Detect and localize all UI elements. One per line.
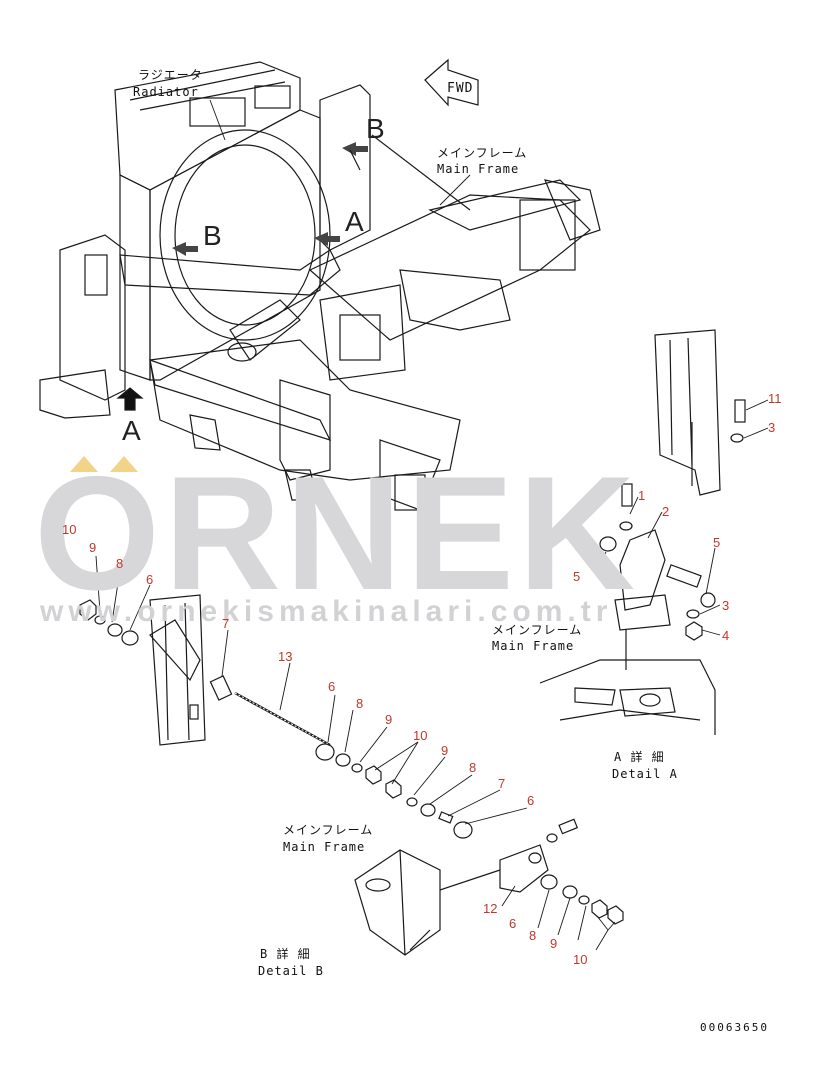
- radiator-assembly: [114, 61, 371, 381]
- part-number: 6: [328, 679, 336, 694]
- watermark-dot-left: [70, 456, 98, 472]
- part-number: 10: [573, 952, 588, 967]
- radiator-label-en: Radiator: [133, 85, 199, 99]
- detail-b-main-frame-jp: メインフレーム: [283, 823, 374, 837]
- part-number: 6: [146, 572, 154, 587]
- detail-b-frame: [354, 849, 501, 956]
- part-number: 4: [722, 628, 730, 643]
- part-number: 6: [509, 916, 517, 931]
- part-number: 8: [469, 760, 477, 775]
- detail-b-title-jp: B 詳 細: [260, 947, 311, 961]
- part-number: 5: [713, 535, 721, 550]
- main-frame-label-en: Main Frame: [437, 162, 520, 176]
- watermark-brand: ORNEK: [34, 443, 640, 624]
- part-number: 8: [356, 696, 364, 711]
- leader-lines: [209, 99, 471, 206]
- part-number: 12: [483, 901, 498, 916]
- view-arrows: [116, 134, 471, 411]
- view-a-label-mid: A: [345, 206, 364, 237]
- part-number: 7: [498, 776, 506, 791]
- left-post: [39, 234, 126, 419]
- part-number: 3: [768, 420, 776, 435]
- detail-b-title-en: Detail B: [258, 964, 324, 978]
- watermark-url: www.ornekismakinalari.com.tr: [40, 595, 613, 628]
- detail-a-base: [539, 630, 716, 735]
- part-number: 6: [527, 793, 535, 808]
- part-number: 9: [550, 936, 558, 951]
- detail-b-post: [79, 594, 233, 746]
- part-number: 1: [638, 488, 646, 503]
- detail-a-title-jp: A 詳 細: [614, 750, 665, 764]
- detail-a-leaders: [595, 399, 769, 636]
- lower-frame: [149, 299, 461, 511]
- part-number: 5: [573, 569, 581, 584]
- fwd-label: FWD: [447, 81, 474, 96]
- fwd-arrow: [424, 58, 479, 107]
- part-number: 2: [662, 504, 670, 519]
- part-number: 13: [278, 649, 293, 664]
- detail-a-main-frame-en: Main Frame: [492, 639, 575, 653]
- main-frame-label-jp: メインフレーム: [437, 146, 528, 160]
- part-number: 9: [385, 712, 393, 727]
- detail-a-parts: [599, 329, 746, 641]
- part-number: 3: [722, 598, 730, 613]
- detail-b-bracket: [499, 818, 624, 925]
- radiator-label-jp: ラジエータ: [138, 68, 203, 82]
- watermark-dot-right: [110, 456, 138, 472]
- detail-b-leaders: [95, 555, 616, 951]
- part-number: 11: [768, 391, 782, 406]
- view-b-label-left: B: [203, 220, 222, 251]
- threaded-rod: [234, 691, 331, 747]
- detail-b-main-frame-en: Main Frame: [283, 840, 366, 854]
- part-number: 8: [529, 928, 537, 943]
- part-number: 10: [62, 522, 77, 537]
- detail-a-title-en: Detail A: [612, 767, 678, 781]
- view-b-label-top: B: [366, 113, 385, 144]
- view-a-label-bottom: A: [122, 415, 141, 446]
- part-number: 8: [116, 556, 124, 571]
- part-number: 9: [441, 743, 449, 758]
- drawing-code: 00063650: [700, 1021, 769, 1034]
- detail-a-main-frame-jp: メインフレーム: [492, 623, 583, 637]
- part-number: 7: [222, 616, 230, 631]
- part-number: 10: [413, 728, 428, 743]
- main-frame-top: [308, 179, 601, 381]
- part-number: 9: [89, 540, 97, 555]
